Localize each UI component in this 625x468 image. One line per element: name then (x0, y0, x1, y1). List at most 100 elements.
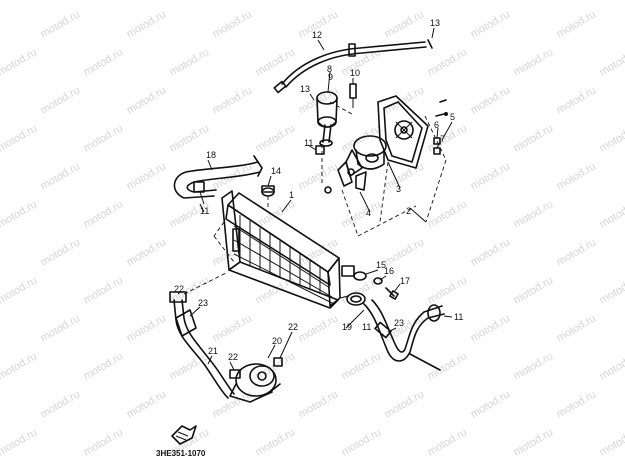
watermark-text: motod.ru (426, 46, 470, 78)
watermark-text: motod.ru (383, 8, 427, 40)
watermark-text: motod.ru (211, 8, 255, 40)
watermark-text: motod.ru (555, 84, 599, 116)
watermark-text: motod.ru (598, 426, 625, 458)
fan-motor (353, 135, 387, 170)
callout-number: 11 (454, 312, 463, 322)
watermark-text: motod.ru (211, 312, 255, 344)
watermark-text: motod.ru (125, 388, 169, 420)
hose-clamp (348, 43, 356, 57)
watermark-text: motod.ru (340, 122, 384, 154)
pipe-bracket-23a (175, 309, 197, 337)
watermark-text: motod.ru (82, 198, 126, 230)
watermark-text: motod.ru (82, 426, 126, 458)
fan-shroud (377, 95, 429, 169)
radiator-side-bracket (232, 228, 240, 252)
hose-clamp-22c (273, 357, 283, 367)
watermark-text: motod.ru (555, 160, 599, 192)
callout-number: 19 (342, 322, 352, 332)
outlet-clamp (346, 292, 366, 306)
watermark-text: motod.ru (211, 388, 255, 420)
watermark-text: motod.ru (426, 274, 470, 306)
watermark-text: motod.ru (254, 122, 298, 154)
watermark-text: motod.ru (383, 236, 427, 268)
watermark-text: motod.ru (469, 312, 513, 344)
watermark-text: motod.ru (340, 426, 384, 458)
radiator-face (225, 204, 331, 286)
fan-blade (337, 149, 367, 191)
callout-number: 12 (312, 30, 322, 40)
radiator (221, 190, 341, 309)
assembly-guide-lines (183, 101, 447, 295)
callout-number: 11 (362, 322, 371, 332)
watermark-text: motod.ru (426, 122, 470, 154)
watermark-text: motod.ru (211, 84, 255, 116)
watermark-text: motod.ru (469, 236, 513, 268)
watermark-text: motod.ru (168, 350, 212, 382)
watermark-text: motod.ru (555, 312, 599, 344)
watermark-text: motod.ru (598, 198, 625, 230)
watermark-text: motod.ru (125, 8, 169, 40)
watermark-text: motod.ru (512, 350, 556, 382)
watermark-text: motod.ru (254, 46, 298, 78)
callout-number: 1 (289, 190, 294, 200)
watermark-text: motod.ru (598, 350, 625, 382)
watermark-text: motod.ru (0, 274, 39, 306)
callout-number: 2 (406, 206, 411, 216)
callout-number: 11 (304, 138, 313, 148)
watermark-text: motod.ru (512, 46, 556, 78)
callout-number: 8 (327, 64, 332, 74)
callout-number: 4 (366, 208, 371, 218)
watermark-text: motod.ru (39, 160, 83, 192)
watermark-text: motod.ru (598, 46, 625, 78)
callout-number: 20 (272, 336, 282, 346)
watermark-text: motod.ru (168, 0, 212, 3)
callout-number: 11 (200, 206, 209, 216)
watermark-text: motod.ru (125, 160, 169, 192)
callout-number: 22 (174, 284, 184, 294)
diagram-code: 3HE351-1070 (156, 449, 206, 458)
callout-number: 18 (206, 150, 216, 160)
hose-clamp-22b (229, 369, 241, 379)
watermark-text: motod.ru (254, 426, 298, 458)
watermark-text: motod.ru (512, 198, 556, 230)
watermark-text: motod.ru (598, 0, 625, 3)
watermark-text: motod.ru (125, 236, 169, 268)
callout-number: 6 (434, 120, 439, 130)
watermark-text: motod.ru (39, 84, 83, 116)
leader-lines (177, 27, 453, 371)
callout-number: 23 (198, 298, 208, 308)
fan-bolts (433, 99, 448, 155)
watermark-text: motod.ru (125, 84, 169, 116)
watermark-text: motod.ru (82, 46, 126, 78)
watermark-text: motod.ru (39, 8, 83, 40)
watermark-text: motod.ru (512, 426, 556, 458)
watermark-text: motod.ru (555, 8, 599, 40)
watermark-text: motod.ru (0, 122, 39, 154)
watermark-text: motod.ru (168, 122, 212, 154)
watermark-text: motod.ru (0, 46, 39, 78)
callout-number: 22 (288, 322, 298, 332)
water-pump (229, 357, 283, 403)
callout-number: 16 (384, 266, 394, 276)
watermark-text: motod.ru (340, 350, 384, 382)
watermark-text: motod.ru (383, 388, 427, 420)
hose-clamp-11a (315, 145, 325, 155)
radiator-outlet-hose (363, 299, 445, 371)
watermark-text: motod.ru (426, 426, 470, 458)
watermark-text: motod.ru (297, 160, 341, 192)
watermark-text: motod.ru (512, 122, 556, 154)
watermark-text: motod.ru (340, 0, 384, 3)
callout-number: 7 (440, 134, 445, 144)
callout-number: 15 (376, 260, 386, 270)
watermark-text: motod.ru (168, 46, 212, 78)
breather-hose (273, 39, 433, 94)
watermark-text: motod.ru (555, 388, 599, 420)
watermark-text: motod.ru (254, 0, 298, 3)
callout-number: 17 (400, 276, 410, 286)
bolt (324, 186, 332, 194)
watermark-text: motod.ru (512, 274, 556, 306)
radiator-core-fins (233, 215, 335, 305)
watermark-text: motod.ru (555, 236, 599, 268)
